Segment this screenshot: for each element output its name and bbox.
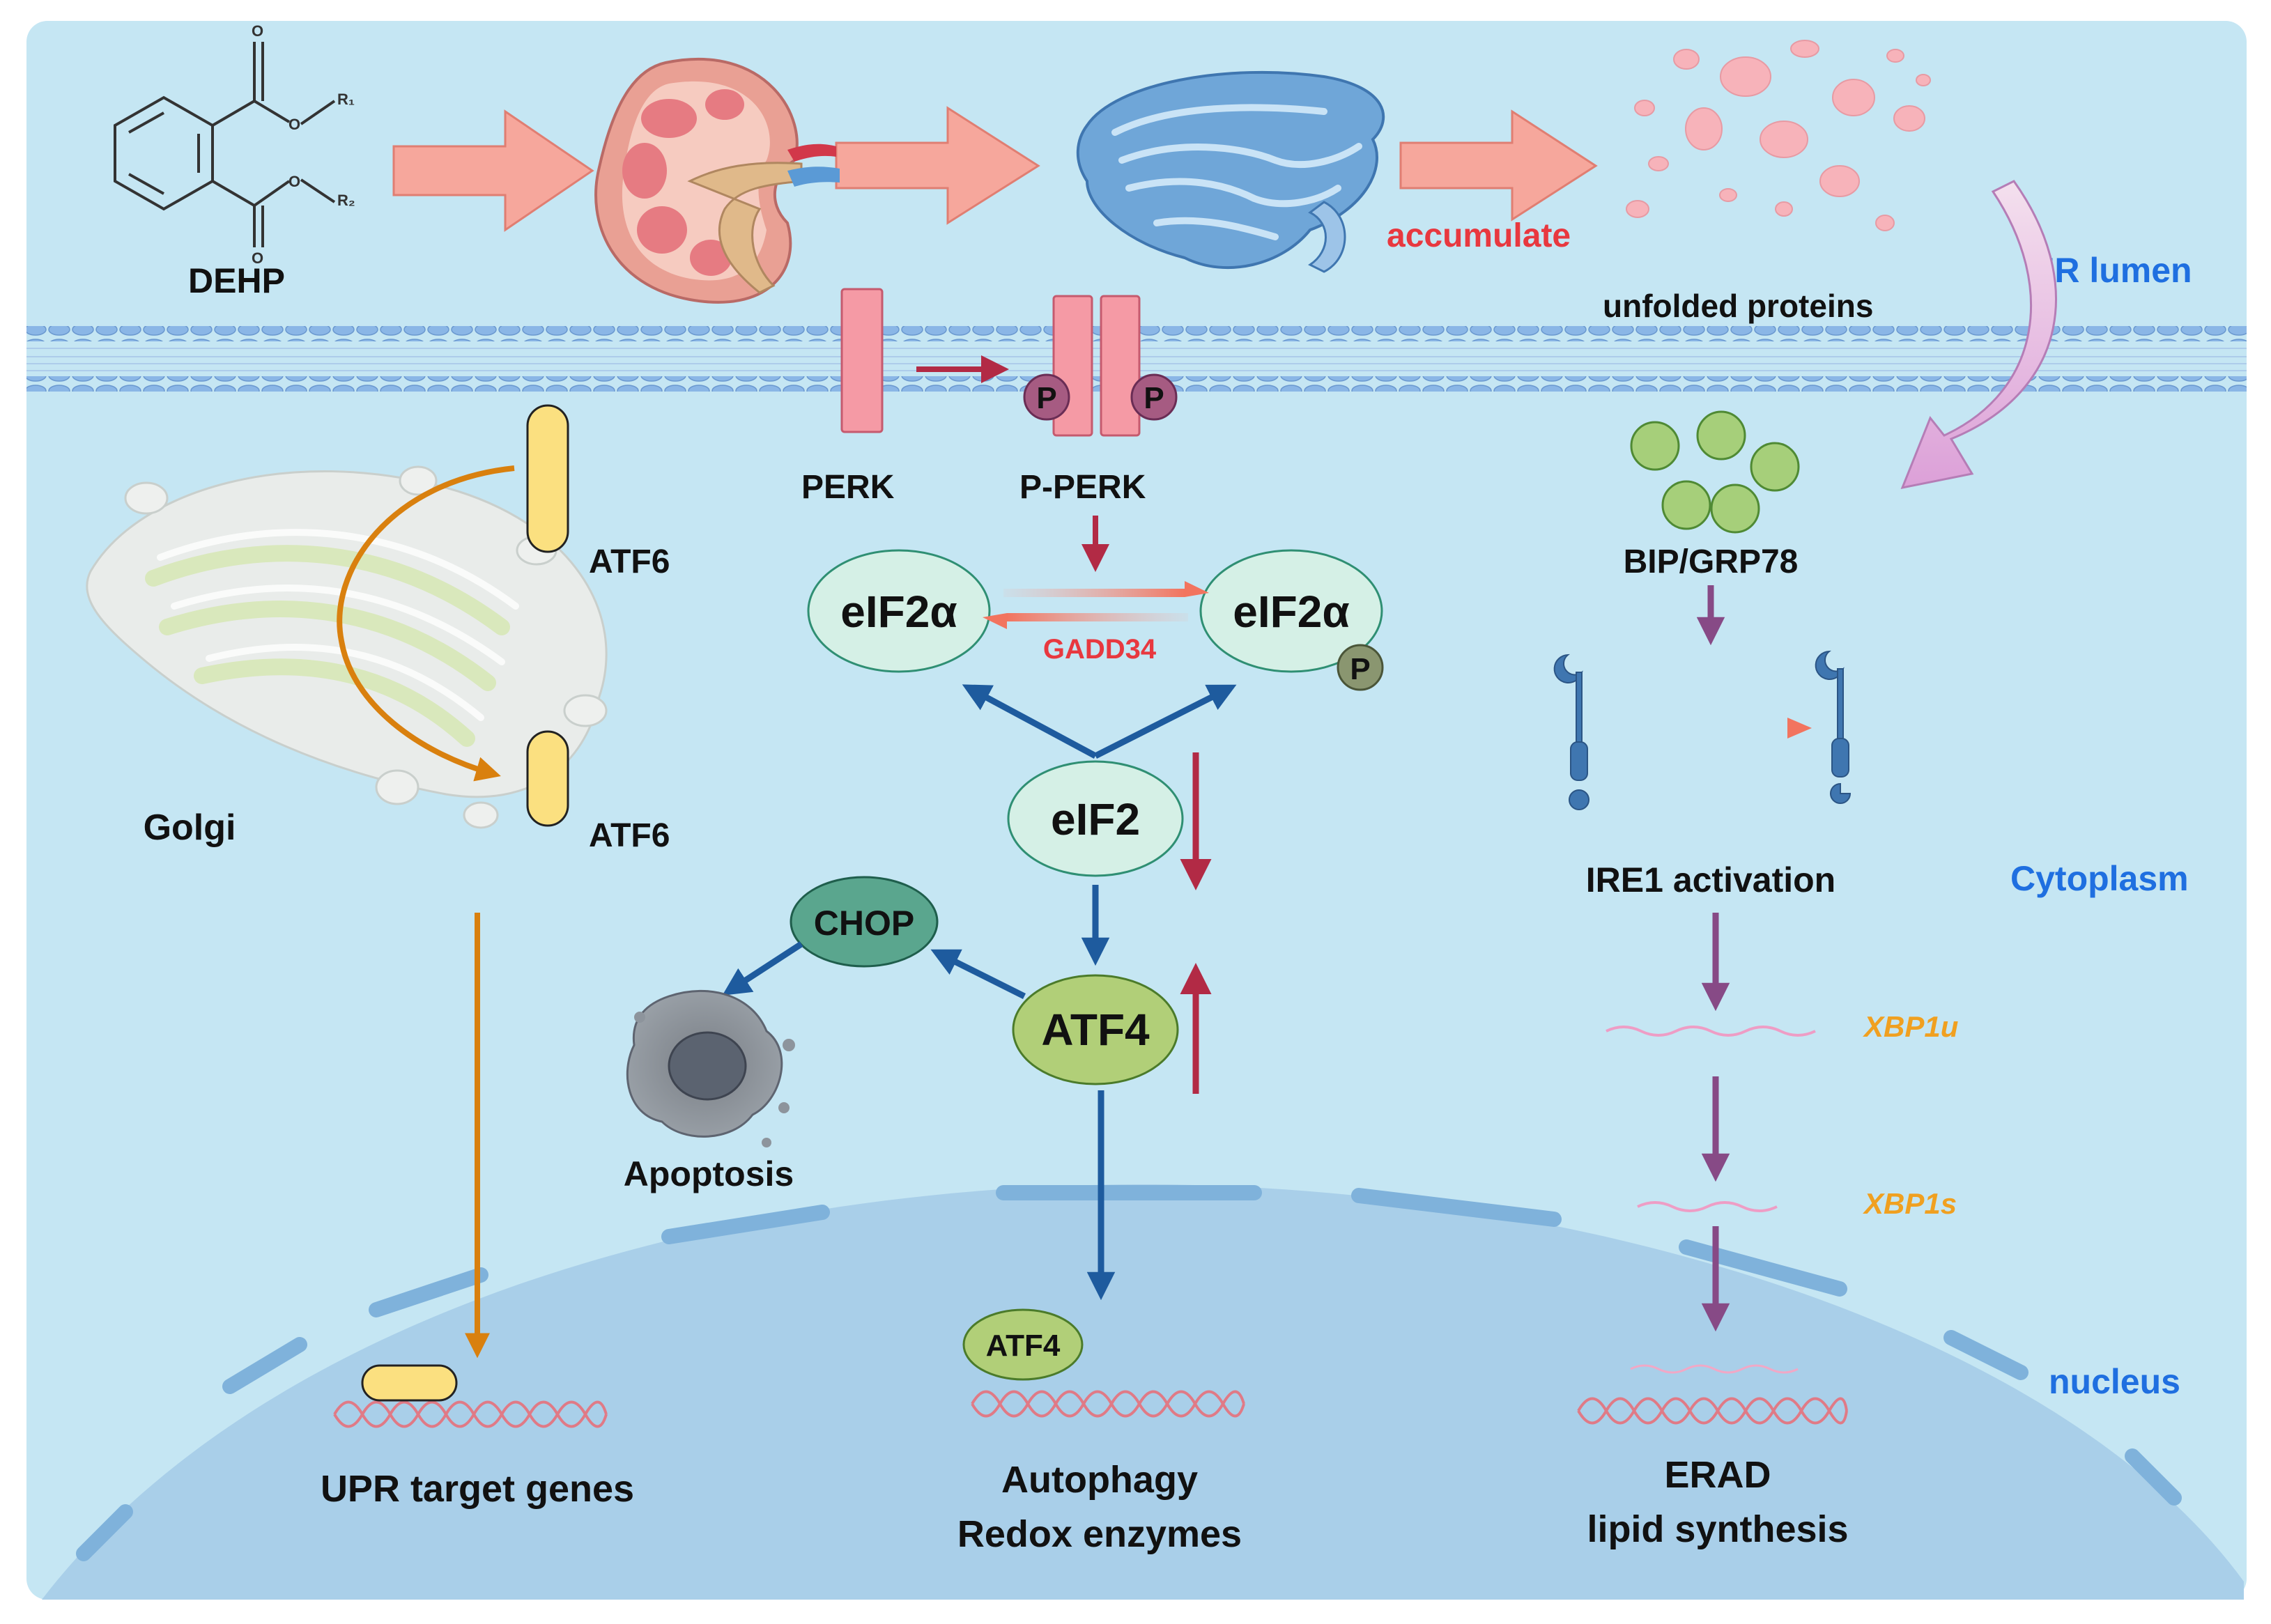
atf4-to-chop-arrow bbox=[930, 949, 1026, 1000]
unfolded-protein-blobs bbox=[1626, 40, 1931, 231]
atf4-label: ATF4 bbox=[1041, 1005, 1150, 1055]
block-arrow-3 bbox=[1399, 109, 1598, 222]
phospho-circle-right bbox=[1130, 373, 1178, 421]
atf6-golgi-translocation-arrow bbox=[337, 465, 515, 782]
curved-arrow-to-bip bbox=[1900, 180, 2057, 490]
perk-receptor bbox=[840, 288, 884, 433]
eif2a-left-label: eIF2α bbox=[840, 587, 957, 637]
chop-node bbox=[790, 876, 939, 968]
eif2-label: eIF2 bbox=[1051, 794, 1140, 844]
carbonyl-o-bottom: O bbox=[252, 249, 263, 267]
apoptosis-label: Apoptosis bbox=[624, 1154, 794, 1193]
atf4-on-dna-node bbox=[962, 1308, 1084, 1381]
atf4-node bbox=[1012, 974, 1179, 1085]
unfolded-proteins-label: unfolded proteins bbox=[1603, 288, 1873, 324]
eif2-to-eif2a-left-arrow bbox=[962, 684, 1098, 759]
eif2a-phospho-circle bbox=[1337, 644, 1384, 691]
apoptotic-cell bbox=[626, 989, 795, 1147]
eif2a-right-node bbox=[1199, 549, 1383, 673]
dna-helix-right bbox=[1577, 1364, 1848, 1425]
chop-label: CHOP bbox=[814, 904, 914, 943]
nucleus-label: nucleus bbox=[2049, 1362, 2180, 1401]
dna-helix-left bbox=[333, 1400, 608, 1428]
ester-o-bottom: O bbox=[288, 173, 300, 190]
dehp-structure bbox=[114, 42, 336, 247]
nuclear-envelope-pores bbox=[76, 1185, 2182, 1561]
eif2-node bbox=[1007, 760, 1184, 877]
forward-equilibrium-arrow bbox=[1003, 589, 1185, 597]
eif2a-phospho-p: P bbox=[1350, 652, 1370, 686]
forward-equilibrium-head bbox=[1185, 581, 1209, 597]
eif2a-left-node bbox=[807, 549, 991, 673]
ire1-activation-arrow-head bbox=[1787, 718, 1812, 738]
bip-grp78-label: BIP/GRP78 bbox=[1624, 543, 1799, 580]
block-arrow-2 bbox=[835, 106, 1040, 225]
perk-label: PERK bbox=[801, 469, 895, 506]
atf6-mid-shape bbox=[526, 730, 569, 827]
kidney-illustration bbox=[594, 57, 840, 304]
xbp1u-mrna bbox=[1606, 1026, 1816, 1037]
r2-label: R₂ bbox=[337, 192, 355, 209]
nucleus-body bbox=[42, 1184, 2244, 1600]
reverse-equilibrium-arrow bbox=[1007, 613, 1188, 621]
ire1-inactive bbox=[1553, 654, 1589, 810]
phospho-circle-left bbox=[1023, 373, 1070, 421]
xbp1s-label: XBP1s bbox=[1863, 1187, 1957, 1220]
ire1-activation-label: IRE1 activation bbox=[1586, 860, 1835, 899]
bip-grp78-cluster bbox=[1630, 410, 1800, 534]
atf4-on-dna-label: ATF4 bbox=[986, 1329, 1061, 1363]
redox-enzymes-label: Redox enzymes bbox=[957, 1513, 1242, 1555]
chop-to-apoptosis-arrow bbox=[722, 941, 803, 996]
phospho-p-right: P bbox=[1144, 381, 1164, 415]
dehp-label: DEHP bbox=[188, 261, 285, 300]
erad-label: ERAD bbox=[1664, 1454, 1771, 1496]
ester-o-top: O bbox=[288, 116, 300, 133]
golgi-illustration bbox=[86, 465, 608, 829]
phospho-p-left: P bbox=[1036, 381, 1056, 415]
xbp1u-label: XBP1u bbox=[1863, 1010, 1958, 1043]
atf6-on-dna-shape bbox=[361, 1364, 458, 1402]
cytoplasm-label: Cytoplasm bbox=[2010, 859, 2189, 898]
accumulate-label: accumulate bbox=[1387, 217, 1571, 254]
reverse-equilibrium-head bbox=[983, 613, 1007, 629]
dna-helix-middle bbox=[971, 1390, 1245, 1418]
eif2-to-eif2a-right-arrow bbox=[1093, 684, 1237, 759]
pperk-label: P-PERK bbox=[1019, 469, 1146, 506]
eif2a-right-label: eIF2α bbox=[1233, 587, 1349, 637]
block-arrows bbox=[392, 106, 1598, 232]
atf6-top-label: ATF6 bbox=[589, 543, 670, 580]
ire1-active bbox=[1815, 650, 1852, 804]
autophagy-label: Autophagy bbox=[1001, 1459, 1198, 1501]
atf6-mid-label: ATF6 bbox=[589, 817, 670, 854]
lipid-synthesis-label: lipid synthesis bbox=[1587, 1508, 1848, 1550]
er-lumen-label: ER lumen bbox=[2031, 251, 2192, 290]
r1-label: R₁ bbox=[337, 91, 355, 108]
er-illustration bbox=[1076, 70, 1385, 273]
block-arrow-1 bbox=[392, 109, 594, 232]
carbonyl-o-top: O bbox=[252, 22, 263, 40]
gadd34-label: GADD34 bbox=[1043, 634, 1157, 665]
golgi-label: Golgi bbox=[144, 807, 236, 848]
xbp1s-mrna bbox=[1637, 1201, 1778, 1212]
upr-target-genes-label: UPR target genes bbox=[321, 1468, 634, 1510]
atf6-top-shape bbox=[526, 404, 569, 553]
pperk-receptor-right bbox=[1100, 295, 1141, 437]
